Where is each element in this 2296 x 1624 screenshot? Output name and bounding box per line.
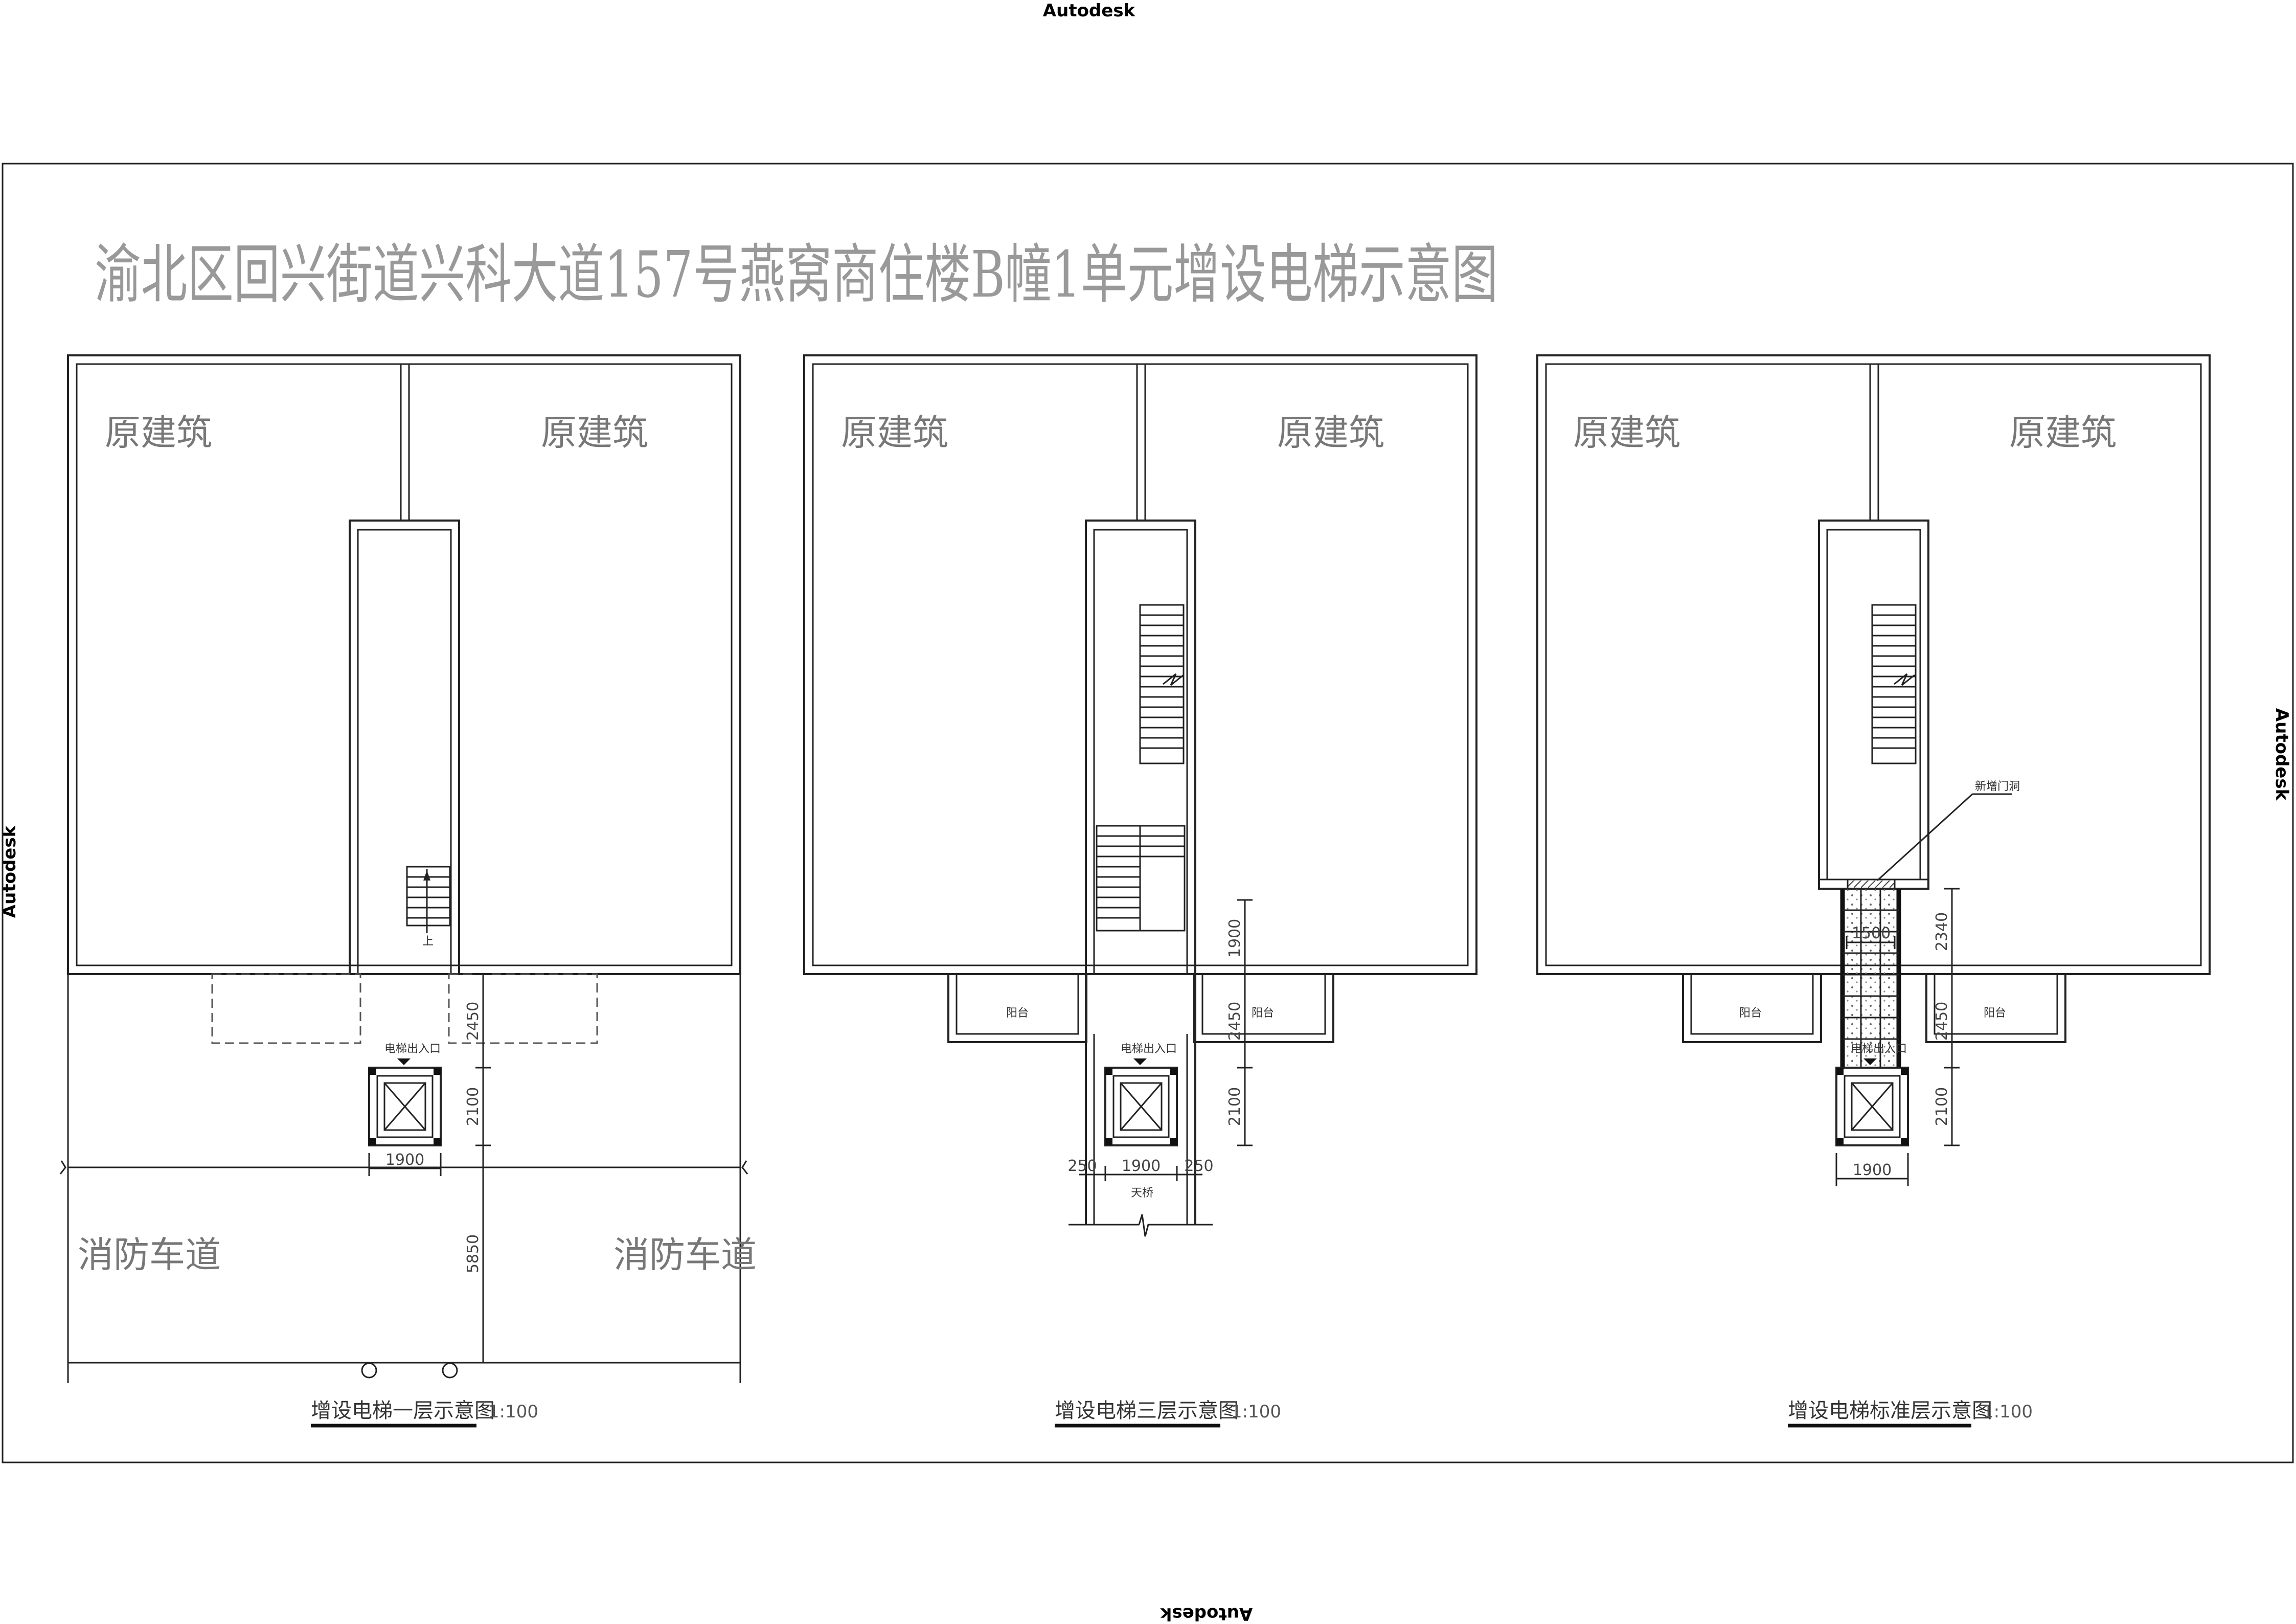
entrance-arrow bbox=[397, 1058, 411, 1065]
label-original-building-right: 原建筑 bbox=[541, 412, 648, 454]
label-balcony-right: 阳台 bbox=[1984, 1007, 2006, 1020]
stair-up-symbol: 上 bbox=[406, 866, 451, 948]
label-balcony-left: 阳台 bbox=[1739, 1007, 1762, 1020]
dim-5850-p1: 5850 bbox=[464, 1234, 482, 1273]
label-original-building-right: 原建筑 bbox=[1277, 412, 1384, 454]
watermark-top: Autodesk bbox=[1043, 1, 1136, 21]
caption-p3: 增设电梯标准层示意图 bbox=[1788, 1399, 1992, 1423]
label-bridge: 天桥 bbox=[1131, 1187, 1153, 1200]
dim-250-right: 250 bbox=[1184, 1157, 1213, 1175]
building-inner bbox=[76, 363, 733, 966]
label-balcony-left: 阳台 bbox=[1006, 1007, 1029, 1020]
building-inner bbox=[812, 363, 1469, 966]
watermark-right: Autodesk bbox=[2271, 708, 2292, 801]
dashed-outline-left bbox=[211, 973, 361, 1044]
dim-2450-p3: 2450 bbox=[1933, 1002, 1951, 1041]
drawing-frame bbox=[2, 163, 2294, 1463]
dim-2100-p2: 2100 bbox=[1226, 1087, 1244, 1126]
label-fire-lane-left: 消防车道 bbox=[78, 1234, 221, 1276]
scale-p3: 1:100 bbox=[1983, 1402, 2033, 1422]
label-original-building-left: 原建筑 bbox=[105, 412, 212, 454]
dim-2100-p3: 2100 bbox=[1933, 1087, 1951, 1126]
new-door-opening bbox=[1847, 878, 1896, 890]
dim-2340: 2340 bbox=[1933, 912, 1951, 951]
dim-1900-p3: 1900 bbox=[1853, 1161, 1892, 1179]
dim-1900-vertical: 1900 bbox=[1226, 919, 1244, 958]
label-up: 上 bbox=[422, 935, 434, 948]
scale-p1: 1:100 bbox=[488, 1402, 538, 1422]
dim-1500: 1500 bbox=[1852, 924, 1891, 942]
bollard-left bbox=[361, 1362, 377, 1379]
stair-core-inner bbox=[1093, 529, 1188, 975]
dim-2450-p1: 2450 bbox=[464, 1002, 482, 1041]
entrance-arrow bbox=[1133, 1058, 1147, 1065]
elevator-shaft bbox=[368, 1067, 442, 1146]
entrance-arrow bbox=[1863, 1058, 1877, 1065]
label-original-building-right: 原建筑 bbox=[2009, 412, 2117, 454]
dim-1900-p1: 1900 bbox=[385, 1151, 424, 1169]
dim-2450-p2: 2450 bbox=[1226, 1002, 1244, 1041]
stair-flight-upper bbox=[1139, 604, 1185, 764]
panel-standard-floor: 原建筑 原建筑 新增门洞 bbox=[1536, 354, 2211, 1428]
dim-250-left: 250 bbox=[1067, 1157, 1097, 1175]
scale-p2: 1:100 bbox=[1231, 1402, 1281, 1422]
elevator-shaft bbox=[1835, 1067, 1909, 1146]
label-elevator-entrance: 电梯出入口 bbox=[1121, 1043, 1177, 1055]
panel-third-floor: 原建筑 原建筑 bbox=[803, 354, 1477, 1428]
label-new-door: 新增门洞 bbox=[1975, 780, 2020, 793]
stair-flight-lower bbox=[1096, 825, 1186, 932]
watermark-bottom: Autodesk bbox=[1160, 1604, 1253, 1624]
label-balcony-right: 阳台 bbox=[1252, 1007, 1274, 1020]
dim-2100-p1: 2100 bbox=[464, 1087, 482, 1126]
label-original-building-left: 原建筑 bbox=[841, 412, 948, 454]
caption-p2: 增设电梯三层示意图 bbox=[1055, 1399, 1239, 1423]
dim-1900-p2: 1900 bbox=[1122, 1157, 1161, 1175]
dashed-outline-right bbox=[448, 973, 598, 1044]
bollard-right bbox=[442, 1362, 458, 1379]
label-original-building-left: 原建筑 bbox=[1573, 412, 1680, 454]
building-inner bbox=[1545, 363, 2202, 966]
stair-core-outer bbox=[1818, 520, 1929, 890]
stair-core-inner bbox=[357, 529, 452, 975]
drawing-title: 渝北区回兴街道兴科大道157号燕窝商住楼B幢1单元增设电梯示意图 bbox=[95, 238, 1498, 312]
label-elevator-entrance: 电梯出入口 bbox=[1851, 1043, 1907, 1055]
new-corridor bbox=[1843, 889, 1899, 1068]
label-fire-lane-right: 消防车道 bbox=[613, 1234, 757, 1276]
panel-ground-floor: 原建筑 原建筑 上 电梯出入口 bbox=[59, 354, 757, 1428]
stair-core-outer bbox=[349, 520, 460, 975]
caption-p1: 增设电梯一层示意图 bbox=[311, 1399, 495, 1423]
elevator-shaft bbox=[1104, 1067, 1178, 1146]
stair-flight-upper bbox=[1871, 604, 1917, 764]
label-elevator-entrance: 电梯出入口 bbox=[384, 1043, 441, 1055]
stair-core-inner bbox=[1826, 529, 1921, 881]
